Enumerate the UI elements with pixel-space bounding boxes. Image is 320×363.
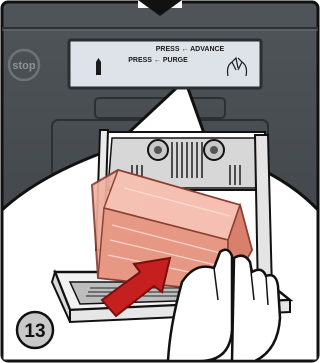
stop-button[interactable]: stop [9,50,39,80]
display-line-2: PRESS ← PURGE [128,57,188,64]
display-line-1: PRESS ← ADVANCE [156,46,225,53]
lcd-display: PRESS ← ADVANCE PRESS ← PURGE [69,40,261,88]
step-number: 13 [24,321,45,342]
stop-label: stop [12,60,36,72]
step-badge: 13 [17,312,53,348]
